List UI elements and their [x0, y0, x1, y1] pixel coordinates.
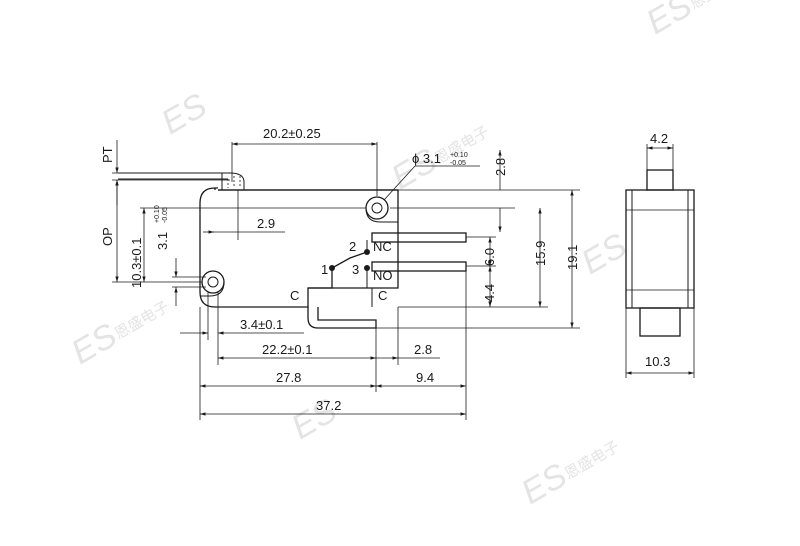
watermark-7: ES 恩盛电子: [515, 437, 622, 512]
terminal-labels: 2 NC 1 3 NO C C: [290, 239, 393, 303]
svg-text:恩盛电子: 恩盛电子: [111, 297, 172, 343]
watermark-group: ES 恩盛电子 ES 恩盛电子 ES ES 恩盛电子 ES ES ES 恩盛电子: [65, 0, 747, 512]
label-no-number: 3: [352, 262, 359, 277]
dim-side-top: 4.2: [650, 131, 668, 146]
dim-hole-diameter: 3.1: [155, 232, 170, 250]
label-c-left: C: [290, 288, 299, 303]
svg-text:恩盛电子: 恩盛电子: [561, 437, 622, 483]
side-view: 4.2 10.3: [625, 131, 695, 378]
dim-37-2: 37.2: [316, 398, 341, 413]
dim-27-8: 27.8: [276, 370, 301, 385]
dim-nc-no: 6.0: [482, 248, 497, 266]
terminal-nc: [371, 232, 467, 243]
label-com-number: 1: [321, 262, 328, 277]
dim-3-4: 3.4±0.1: [240, 317, 283, 332]
dim-9-4: 9.4: [416, 370, 434, 385]
watermark-1: ES 恩盛电子: [640, 0, 747, 42]
mounting-hole-top: [365, 196, 389, 220]
dim-no-c: 4.4: [482, 284, 497, 302]
dim-op: OP: [100, 227, 115, 246]
svg-text:恩盛电子: 恩盛电子: [686, 0, 747, 13]
watermark-4: ES 恩盛电子: [65, 297, 172, 372]
switch-body: [118, 172, 467, 329]
dim-lever-width: 20.2±0.25: [263, 126, 321, 141]
svg-text:ES: ES: [155, 86, 214, 142]
dim-side-width: 10.3: [645, 354, 670, 369]
dim-22-2: 22.2±0.1: [262, 342, 313, 357]
watermark-5: ES: [575, 226, 634, 282]
dim-2-8-bottom: 2.8: [414, 342, 432, 357]
label-c-right: C: [378, 288, 387, 303]
label-nc: NC: [373, 239, 392, 254]
svg-text:-0.05: -0.05: [450, 160, 466, 167]
svg-text:ES: ES: [640, 0, 699, 42]
dim-pt: PT: [100, 146, 115, 163]
watermark-3: ES: [155, 86, 214, 142]
mounting-hole-bottom: [201, 270, 225, 294]
label-nc-number: 2: [349, 239, 356, 254]
side-actuator: [646, 169, 674, 191]
label-no: NO: [373, 268, 393, 283]
svg-text:ES: ES: [575, 226, 634, 282]
dim-roller-offset: 2.9: [257, 216, 275, 231]
svg-text:+0.10: +0.10: [154, 205, 161, 223]
dim-top-2-8: 2.8: [493, 158, 508, 176]
dim-op-value: 10.3±0.1: [129, 237, 144, 288]
side-terminal: [639, 307, 681, 337]
svg-text:+0.10: +0.10: [450, 152, 468, 159]
dim-hole-label: ϕ 3.1: [412, 151, 441, 166]
dim-15-9: 15.9: [533, 241, 548, 266]
front-dimensions: 20.2±0.25 ϕ 3.1 +0.10 -0.05 2.8 6.0 4.4 …: [100, 126, 580, 420]
svg-text:-0.05: -0.05: [162, 207, 169, 223]
terminal-no: [371, 261, 467, 272]
dim-19-1: 19.1: [565, 245, 580, 270]
